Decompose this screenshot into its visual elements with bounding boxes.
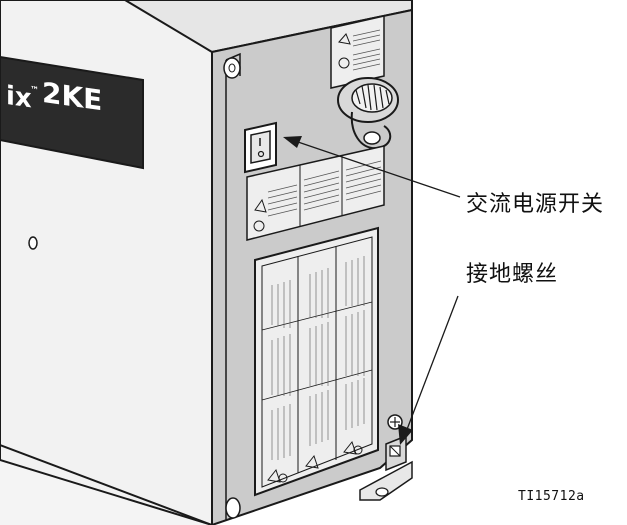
cabinet-front: ix ™ 2KE: [0, 0, 213, 525]
power-connector: [337, 77, 399, 150]
brand-badge-text: ix: [6, 81, 32, 114]
middle-warning-label: [246, 145, 385, 241]
brand-badge: ix ™ 2KE: [0, 55, 144, 170]
power-switch-callout-label: 交流电源开关: [466, 192, 605, 217]
power-switch: [244, 121, 277, 174]
brand-badge-tm: ™: [30, 85, 39, 96]
bottom-bracket: [359, 460, 413, 501]
front-hole: [28, 236, 38, 250]
hinge-bottom: [225, 497, 241, 519]
top-warning-label: [330, 15, 385, 89]
callout-leader-ground: [398, 295, 459, 445]
ground-screw-callout-label: 接地螺丝: [466, 262, 559, 287]
large-warning-label: [254, 226, 379, 497]
callout-leader-power: [283, 136, 461, 198]
hinge-top: [223, 57, 241, 79]
figure-id-label: TI15712a: [518, 489, 585, 504]
